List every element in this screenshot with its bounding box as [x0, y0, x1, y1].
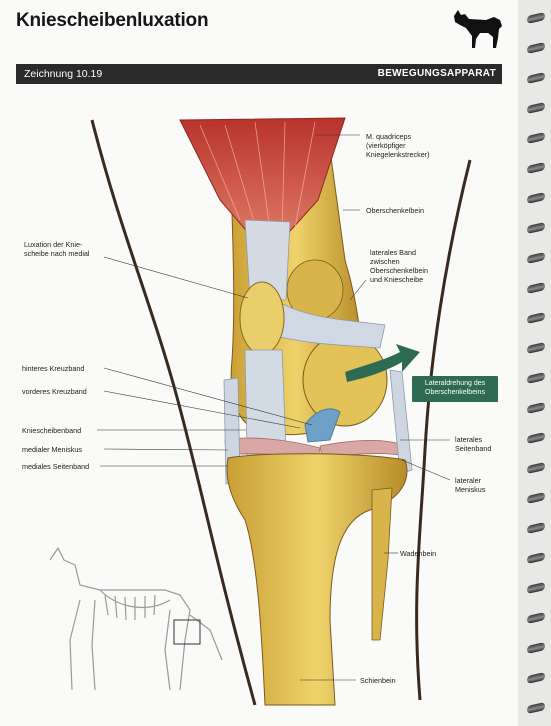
binding-ring [527, 522, 545, 534]
binding-ring [527, 582, 545, 594]
binding-ring [527, 702, 545, 714]
spiral-binding [518, 0, 551, 726]
label-quadriceps: M. quadriceps (vierköpfiger Kniegelenkst… [366, 132, 430, 159]
binding-ring [527, 132, 545, 144]
knee-illustration [0, 0, 518, 726]
label-tibia: Schienbein [360, 676, 396, 685]
binding-ring [527, 12, 545, 24]
fur-outline-right [417, 160, 470, 700]
binding-ring [527, 642, 545, 654]
binding-ring [527, 432, 545, 444]
binding-ring [527, 192, 545, 204]
label-femur: Oberschenkelbein [366, 206, 424, 215]
dog-skeleton-inset [50, 548, 222, 690]
label-luxation: Luxation der Knie- scheibe nach medial [24, 240, 90, 258]
binding-ring [527, 252, 545, 264]
fibula-bone [372, 488, 392, 640]
label-lateral-band: laterales Band zwischen Oberschenkelbein… [370, 248, 428, 284]
label-lateral-meniscus: lateraler Meniskus [455, 476, 485, 494]
label-lateral-collateral: laterales Seitenband [455, 435, 491, 453]
label-fibula: Wadenbein [400, 549, 436, 558]
binding-ring [527, 372, 545, 384]
binding-ring [527, 342, 545, 354]
binding-ring [527, 312, 545, 324]
binding-ring [527, 462, 545, 474]
rotation-callout: Lateraldrehung des Oberschenkelbeins [412, 376, 498, 402]
binding-ring [527, 612, 545, 624]
binding-ring [527, 552, 545, 564]
label-posterior-cruciate: hinteres Kreuzband [22, 364, 84, 373]
patella [240, 282, 284, 354]
binding-ring [527, 222, 545, 234]
label-anterior-cruciate: vorderes Kreuzband [22, 387, 87, 396]
binding-ring [527, 42, 545, 54]
page: Kniescheibenluxation Zeichnung 10.19 BEW… [0, 0, 518, 726]
binding-ring [527, 492, 545, 504]
binding-ring [527, 672, 545, 684]
binding-ring [527, 402, 545, 414]
binding-ring [527, 102, 545, 114]
label-medial-collateral: mediales Seitenband [22, 462, 89, 471]
binding-ring [527, 282, 545, 294]
label-medial-meniscus: medialer Meniskus [22, 445, 82, 454]
label-patellar-ligament: Kniescheibenband [22, 426, 81, 435]
binding-ring [527, 72, 545, 84]
binding-ring [527, 162, 545, 174]
